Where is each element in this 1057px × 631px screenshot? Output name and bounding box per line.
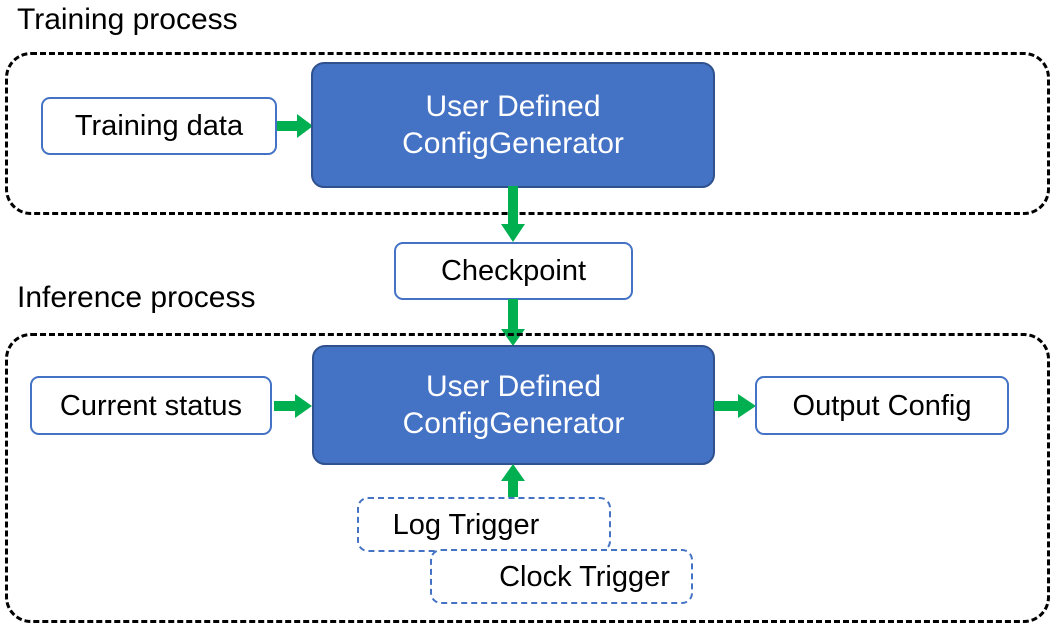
arrow-training-generator-to-checkpoint xyxy=(501,186,525,242)
arrow-current-status-to-generator xyxy=(274,394,312,418)
training-generator-line1: User Defined xyxy=(425,90,601,123)
inference-generator-line2: ConfigGenerator xyxy=(402,407,625,440)
arrow-triggers-to-generator xyxy=(501,464,525,500)
training-config-generator-box[interactable]: User Defined ConfigGenerator xyxy=(311,62,715,188)
inference-process-heading: Inference process xyxy=(17,281,256,314)
training-process-container xyxy=(5,52,1050,215)
checkpoint-box[interactable]: Checkpoint xyxy=(394,242,633,300)
training-process-heading: Training process xyxy=(17,3,238,36)
output-config-box[interactable]: Output Config xyxy=(755,376,1009,435)
training-generator-line2: ConfigGenerator xyxy=(402,127,624,160)
inference-generator-line1: User Defined xyxy=(425,370,602,403)
log-trigger-box[interactable]: Log Trigger xyxy=(357,497,611,552)
training-data-box[interactable]: Training data xyxy=(41,97,277,155)
arrow-training-data-to-generator xyxy=(277,114,313,138)
arrow-generator-to-output-config xyxy=(714,394,756,418)
inference-config-generator-box[interactable]: User Defined ConfigGenerator xyxy=(312,345,715,465)
current-status-box[interactable]: Current status xyxy=(30,376,272,435)
inference-process-container xyxy=(5,333,1050,623)
clock-trigger-box[interactable]: Clock Trigger xyxy=(430,549,693,604)
